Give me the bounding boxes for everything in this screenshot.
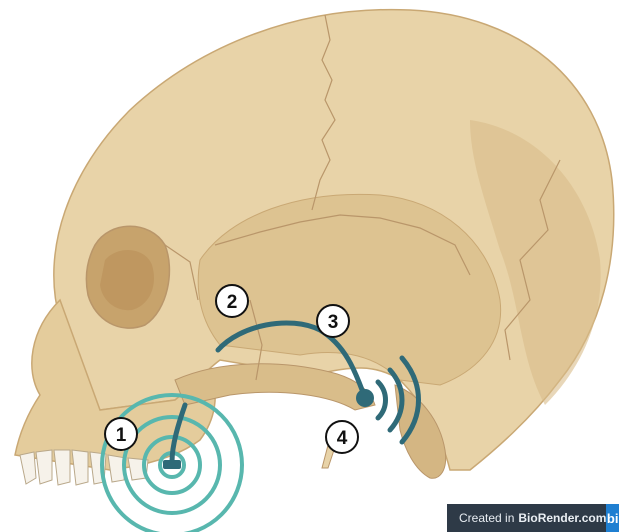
svg-text:3: 3 [328, 312, 339, 333]
implant-receiver [356, 389, 374, 407]
eye-socket-inner [100, 250, 154, 310]
biorender-logo-icon: bi [606, 504, 619, 532]
marker-1: 1 [105, 418, 137, 450]
marker-3: 3 [317, 305, 349, 337]
biorender-credit-bar[interactable]: Created in BioRender.com bi [447, 504, 619, 532]
svg-text:2: 2 [227, 292, 238, 313]
credit-prefix: Created in [447, 511, 514, 525]
svg-text:1: 1 [116, 425, 127, 446]
svg-text:4: 4 [337, 428, 348, 449]
credit-site-link[interactable]: BioRender.com [518, 511, 606, 525]
marker-4: 4 [326, 421, 358, 453]
marker-2: 2 [216, 285, 248, 317]
implant-anchor [163, 460, 181, 469]
